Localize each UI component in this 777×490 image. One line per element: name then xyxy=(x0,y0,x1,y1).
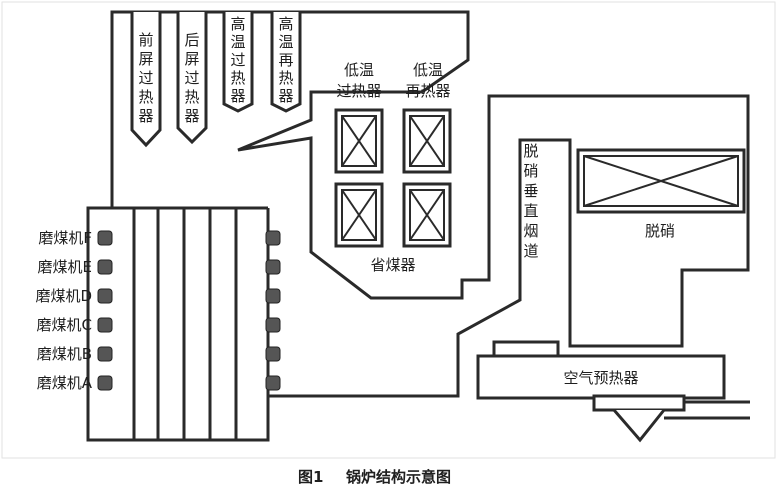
mill-label: 磨煤机B xyxy=(37,345,92,363)
ash-hopper xyxy=(612,409,666,443)
air-preheater-bottom-collar xyxy=(592,394,686,412)
mill-labels: 磨煤机F 磨煤机E 磨煤机D 磨煤机C 磨煤机B 磨煤机A xyxy=(35,229,92,392)
lt-superheater-label-line2: 过热器 xyxy=(336,82,381,100)
burner-right xyxy=(265,230,281,246)
burner-left xyxy=(97,230,113,246)
mill-label: 磨煤机E xyxy=(38,258,92,276)
lt-reheater-label-line1: 低温 xyxy=(413,61,443,79)
ht-reheater-panel xyxy=(270,12,302,113)
ht-superheater-panel xyxy=(222,12,254,113)
air-preheater-label: 空气预热器 xyxy=(563,369,638,387)
lt-reheater-bank-upper xyxy=(402,108,452,174)
mill-label: 磨煤机C xyxy=(37,316,92,334)
burner-left xyxy=(97,346,113,362)
lt-reheater-bank-lower xyxy=(402,182,452,248)
air-preheater-body xyxy=(476,354,726,400)
burner-left xyxy=(97,317,113,333)
burner-right xyxy=(265,259,281,275)
lt-superheater-label-line1: 低温 xyxy=(344,61,374,79)
mill-label: 磨煤机D xyxy=(35,287,92,305)
lt-superheater-bank-lower xyxy=(334,182,384,248)
burner-left xyxy=(97,288,113,304)
ht-reheater-label: 高温再热器 xyxy=(278,15,293,105)
denox-catalyst xyxy=(576,148,746,214)
front-platen-panel xyxy=(130,12,162,148)
burner-right xyxy=(265,317,281,333)
rear-platen-panel xyxy=(176,12,208,145)
lt-superheater-bank-upper xyxy=(334,108,384,174)
mill-label: 磨煤机F xyxy=(38,229,92,247)
burner-right xyxy=(265,375,281,391)
lt-reheater-label-line2: 再热器 xyxy=(405,82,450,100)
burner-left xyxy=(97,259,113,275)
burner-right xyxy=(265,288,281,304)
economizer-label: 省煤器 xyxy=(370,256,415,274)
denox-vertical-flue-label: 脱硝垂直烟道 xyxy=(523,142,538,260)
burner-right xyxy=(265,346,281,362)
mill-label: 磨煤机A xyxy=(37,374,93,392)
burner-left xyxy=(97,375,113,391)
ht-superheater-label: 高温过热器 xyxy=(230,15,245,105)
rear-platen-label: 后屏过热器 xyxy=(184,31,199,125)
caption-title: 锅炉结构示意图 xyxy=(346,468,451,486)
denox-label: 脱硝 xyxy=(645,222,675,240)
front-platen-label: 前屏过热器 xyxy=(138,31,153,125)
caption-number: 图1 xyxy=(298,468,323,486)
